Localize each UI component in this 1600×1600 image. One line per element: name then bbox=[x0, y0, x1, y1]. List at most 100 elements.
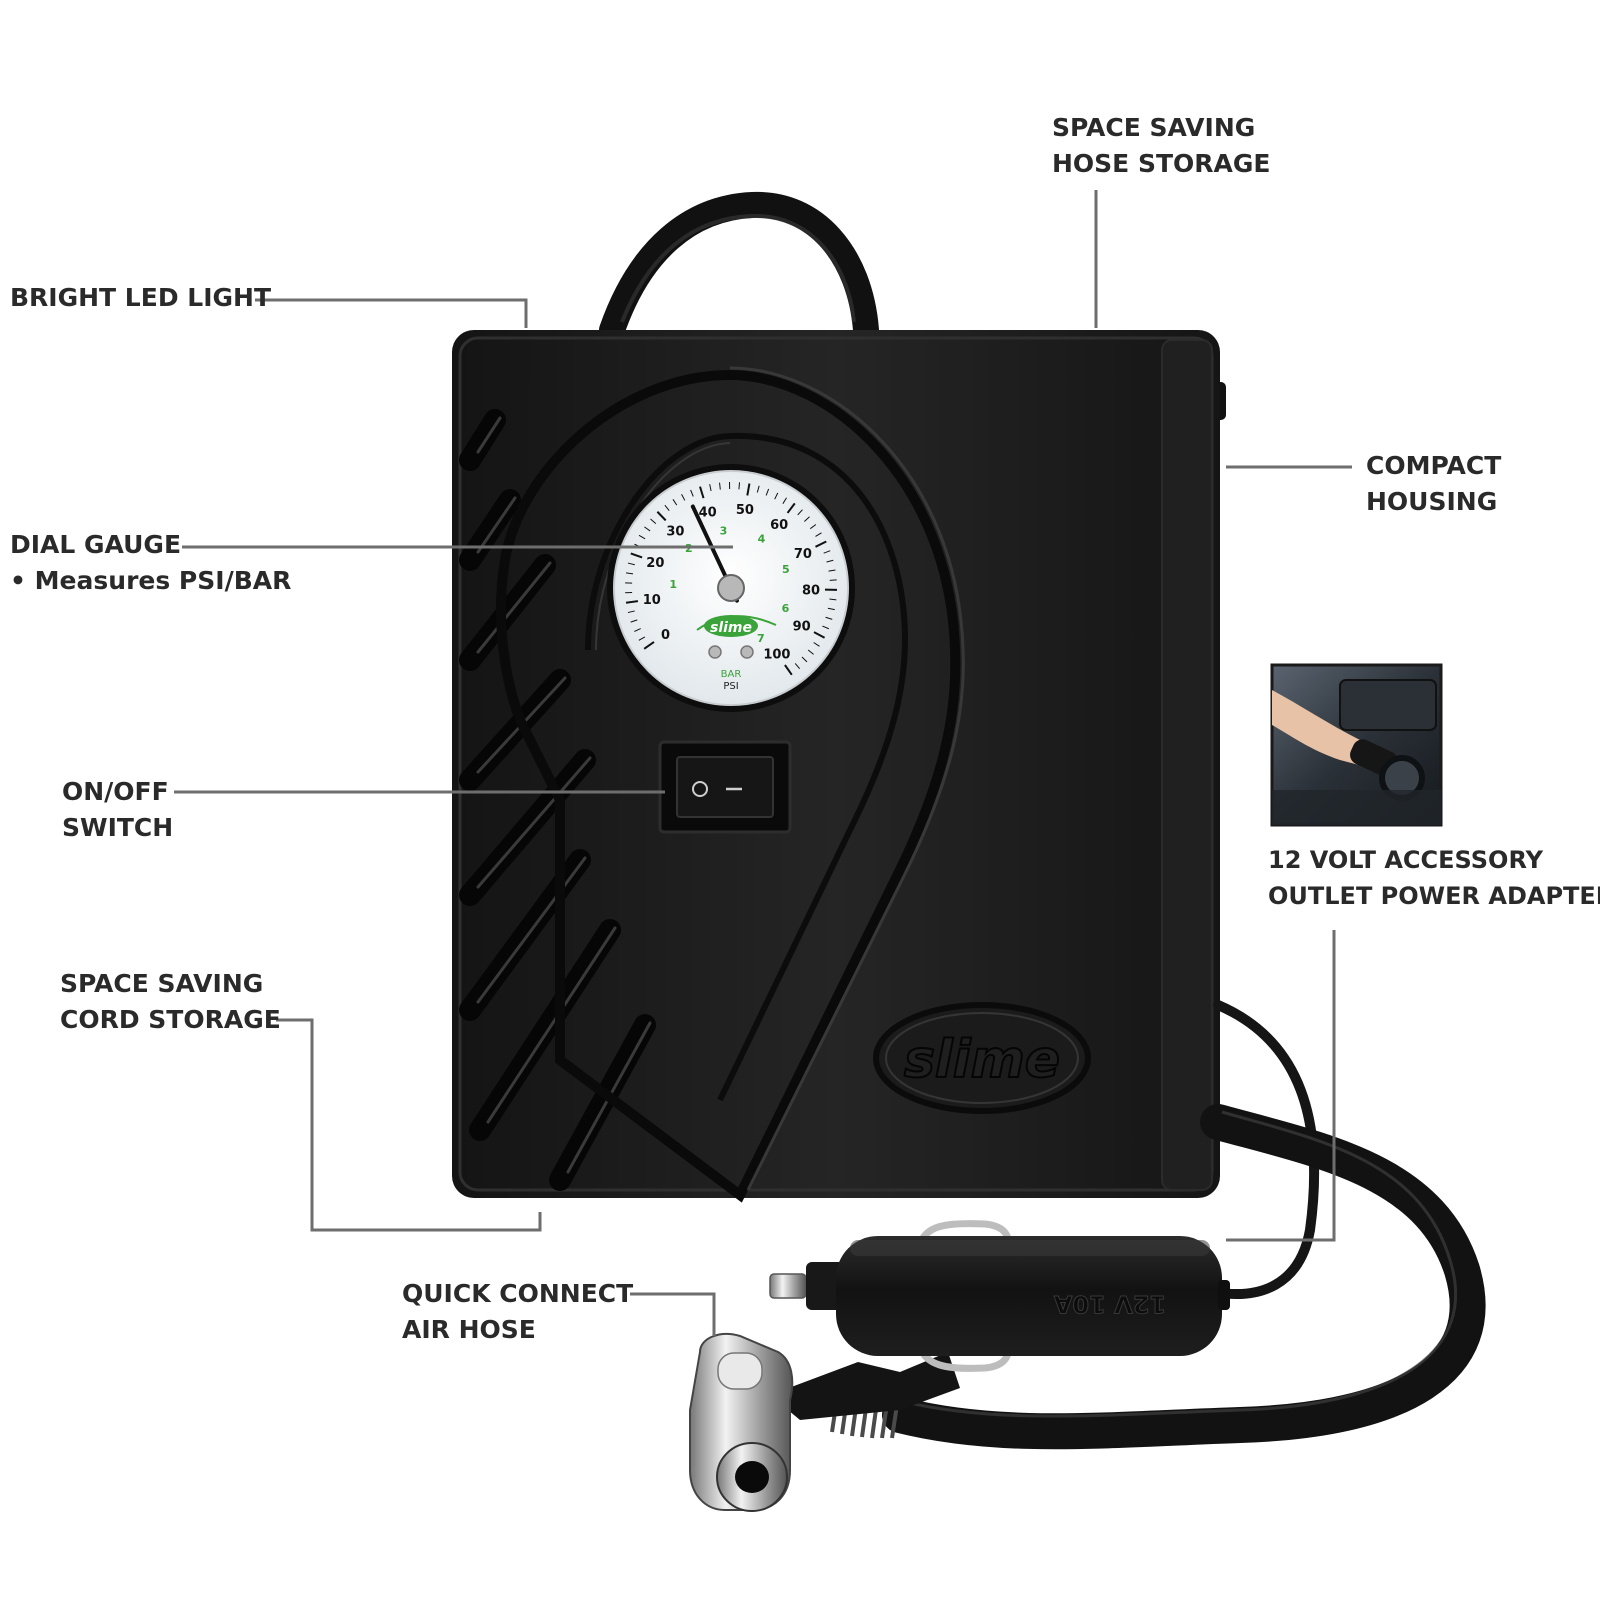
power-cord bbox=[1210, 1000, 1320, 1299]
gauge-unit-psi: PSI bbox=[723, 681, 738, 692]
gauge-hub bbox=[717, 574, 745, 602]
gauge-tick bbox=[626, 572, 634, 575]
gauge-tick bbox=[829, 579, 837, 581]
gauge-tick bbox=[804, 516, 810, 522]
gauge-psi-label: 50 bbox=[736, 503, 754, 518]
gauge-psi-label: 80 bbox=[802, 583, 820, 598]
gauge-tick bbox=[638, 534, 646, 540]
gauge-tick bbox=[738, 482, 740, 490]
gauge-tick bbox=[643, 641, 655, 650]
gauge-tick bbox=[630, 552, 643, 559]
callout-on-off-switch: ON/OFF SWITCH bbox=[62, 774, 173, 846]
gauge-tick bbox=[627, 562, 635, 566]
gauge-tick bbox=[774, 492, 779, 500]
gauge-tick bbox=[829, 598, 837, 601]
gauge-psi-label: 70 bbox=[794, 547, 812, 562]
callout-hose-storage-line1: SPACE SAVING bbox=[1052, 113, 1256, 142]
gauge-bar-label: 4 bbox=[758, 533, 766, 546]
callout-compact-housing-line1: COMPACT bbox=[1366, 451, 1502, 480]
gauge-brand: slime bbox=[710, 620, 752, 636]
gauge-psi-label: 0 bbox=[661, 628, 670, 643]
gauge-psi-label: 100 bbox=[763, 648, 790, 663]
leader-led-light bbox=[255, 298, 528, 328]
gauge-tick bbox=[756, 485, 760, 493]
housing-slime-logo: slime bbox=[873, 1002, 1091, 1114]
gauge-tick bbox=[699, 486, 705, 499]
gauge-psi-label: 40 bbox=[699, 505, 717, 520]
chuck-lever[interactable] bbox=[770, 1352, 960, 1420]
callout-on-off-switch-line2: SWITCH bbox=[62, 813, 174, 842]
callout-cord-storage-line1: SPACE SAVING bbox=[60, 969, 264, 998]
leader-cord-storage bbox=[276, 1018, 542, 1232]
callout-power-adapter: 12 VOLT ACCESSORY OUTLET POWER ADAPTER bbox=[1268, 842, 1600, 914]
gauge-bar-label: 2 bbox=[685, 542, 693, 555]
gauge-bar-label: 6 bbox=[782, 602, 790, 615]
gauge-tick bbox=[822, 625, 830, 630]
gauge-tick bbox=[634, 628, 641, 632]
gauge-tick bbox=[826, 559, 834, 563]
gauge-brand-badge bbox=[704, 615, 758, 637]
gauge-psi-label: 90 bbox=[793, 620, 811, 635]
callout-on-off-switch-line1: ON/OFF bbox=[62, 777, 169, 806]
gauge-tick bbox=[765, 488, 770, 496]
gauge-tick bbox=[797, 509, 803, 516]
gauge-tick bbox=[644, 526, 651, 532]
gauge-tick bbox=[656, 511, 667, 522]
housing-brand-text: slime bbox=[904, 1030, 1060, 1090]
callout-power-adapter-line1: 12 VOLT ACCESSORY bbox=[1268, 846, 1543, 874]
gauge-bar-label: 7 bbox=[757, 632, 765, 645]
callout-dial-gauge-line1: DIAL GAUGE bbox=[10, 530, 182, 559]
gauge-tick bbox=[813, 631, 826, 639]
leader-power-adapter bbox=[1226, 930, 1336, 1242]
gauge-tick bbox=[672, 499, 678, 506]
callout-led-light-line1: BRIGHT LED LIGHT bbox=[10, 283, 271, 312]
gauge-tick bbox=[782, 497, 787, 504]
gauge-tick bbox=[813, 642, 820, 647]
gauge-tick bbox=[627, 610, 635, 614]
callout-cord-storage: SPACE SAVING CORD STORAGE bbox=[60, 966, 281, 1038]
gauge-psi-label: 10 bbox=[643, 593, 661, 608]
callout-led-light: BRIGHT LED LIGHT bbox=[10, 280, 271, 316]
gauge-bar-label: 5 bbox=[782, 563, 790, 576]
callout-power-adapter-line2: OUTLET POWER ADAPTER bbox=[1268, 882, 1600, 910]
air-hose bbox=[882, 1104, 1486, 1450]
gauge-psi-label: 30 bbox=[666, 524, 684, 539]
callout-compact-housing: COMPACT HOUSING bbox=[1366, 448, 1501, 520]
gauge-tick bbox=[807, 649, 814, 655]
gauge-unit-bar: BAR bbox=[721, 669, 742, 680]
callout-air-hose-line1: QUICK CONNECT bbox=[402, 1279, 634, 1308]
gauge-tick bbox=[801, 656, 808, 663]
gauge-tick bbox=[815, 532, 822, 537]
switch-off-symbol bbox=[692, 781, 708, 797]
gauge-tick bbox=[794, 663, 801, 670]
callout-dial-gauge: DIAL GAUGE • Measures PSI/BAR bbox=[10, 527, 291, 599]
plug-rating-marking: 12V 10A bbox=[1053, 1290, 1166, 1318]
gauge-bar-label: 1 bbox=[669, 578, 677, 591]
gauge-tick bbox=[625, 600, 639, 604]
on-off-switch[interactable] bbox=[658, 740, 792, 834]
callout-hose-storage: SPACE SAVING HOSE STORAGE bbox=[1052, 110, 1270, 182]
gauge-tick bbox=[650, 518, 657, 524]
callout-air-hose: QUICK CONNECT AIR HOSE bbox=[402, 1276, 633, 1348]
gauge-tick bbox=[719, 482, 721, 490]
power-plug[interactable]: 12V 10A bbox=[769, 1220, 1230, 1372]
gauge-tick bbox=[690, 489, 694, 497]
gauge-tick bbox=[786, 502, 796, 514]
gauge-tick bbox=[825, 616, 833, 620]
gauge-psi-label: 60 bbox=[770, 518, 788, 533]
callout-hose-storage-line2: HOSE STORAGE bbox=[1052, 149, 1271, 178]
gauge-tick bbox=[681, 494, 686, 501]
gauge-tick bbox=[630, 619, 638, 623]
gauge-psi-label: 20 bbox=[646, 556, 664, 571]
callout-air-hose-line2: AIR HOSE bbox=[402, 1315, 536, 1344]
quick-connect-chuck[interactable] bbox=[689, 1333, 794, 1512]
gauge-tick bbox=[809, 524, 817, 530]
gauge-tick bbox=[709, 484, 712, 492]
leader-air-hose bbox=[630, 1292, 716, 1336]
callout-compact-housing-line2: HOUSING bbox=[1366, 487, 1498, 516]
callout-dial-gauge-line2: • Measures PSI/BAR bbox=[10, 566, 292, 595]
